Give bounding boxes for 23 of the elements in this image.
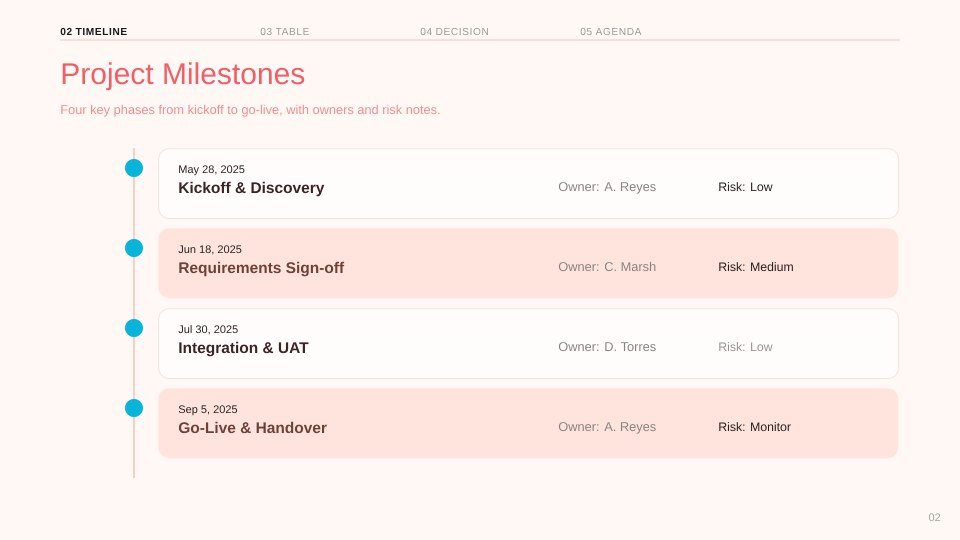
date-label: Jun 18, 2025 <box>178 245 242 254</box>
milestone-title: Go-Live & Handover <box>178 422 327 434</box>
risk-label: Risk: Low <box>719 342 773 352</box>
risk-label: Risk: Low <box>719 182 773 192</box>
date-label: Sep 5, 2025 <box>178 405 238 416</box>
page-number: 02 <box>928 513 940 522</box>
owner-label: Owner: A. Reyes <box>558 182 656 194</box>
date-label: May 28, 2025 <box>179 165 244 176</box>
slide-title: Project Milestones <box>62 62 304 90</box>
owner-label: Owner: C. Marsh <box>558 262 656 272</box>
risk-label: Risk: Medium <box>719 262 793 272</box>
nav-label: 03 TABLE <box>260 28 309 36</box>
nav-label: 02 TIMELINE <box>60 28 127 36</box>
subtitle: Four key phases from kickoff to go-live, with owners and risk notes. <box>61 104 440 117</box>
risk-label: Risk: Monitor <box>719 422 791 432</box>
owner-label: Owner: D. Torres <box>558 342 656 352</box>
milestone-title: Kickoff & Discovery <box>179 182 324 196</box>
nav-label: 05 AGENDA <box>580 28 642 36</box>
owner-label: Owner: A. Reyes <box>558 422 656 434</box>
milestone-title: Integration & UAT <box>179 342 308 356</box>
nav-label: 04 DECISION <box>420 28 488 36</box>
milestone-title: Requirements Sign-off <box>179 262 344 276</box>
date-label: Jul 30, 2025 <box>178 325 238 334</box>
